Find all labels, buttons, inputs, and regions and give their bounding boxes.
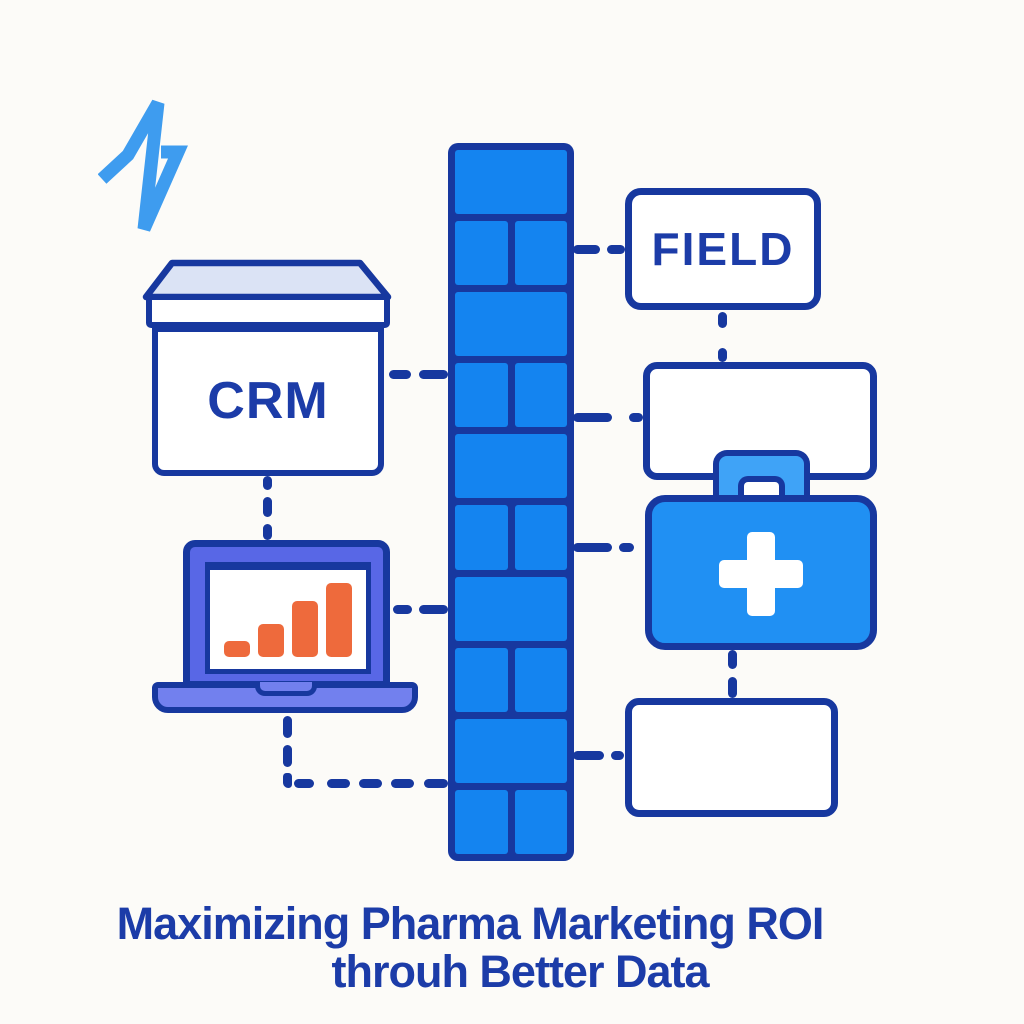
laptop-bar-chart (205, 562, 371, 674)
field-label: FIELD (651, 223, 795, 275)
brick-row (455, 150, 567, 215)
brick (455, 292, 567, 357)
dashed-connector (327, 779, 350, 788)
dashed-connector (728, 650, 737, 669)
brick-row (455, 718, 567, 783)
dashed-connector (263, 497, 272, 517)
dashed-connector (283, 773, 292, 788)
dashed-connector (283, 745, 292, 767)
dashed-connector (263, 476, 272, 490)
brick-row (455, 576, 567, 641)
dashed-connector (419, 605, 448, 614)
dashed-connector (573, 245, 600, 254)
brick (455, 718, 567, 783)
brick (455, 789, 508, 854)
chart-bar (258, 624, 284, 657)
dashed-connector (573, 751, 604, 760)
brick (455, 576, 567, 641)
brick (455, 434, 567, 499)
brick (514, 647, 567, 712)
brick-row (455, 647, 567, 712)
dashed-connector (389, 370, 411, 379)
brick (514, 789, 567, 854)
brick (514, 221, 567, 286)
dashed-connector (607, 245, 625, 254)
pulse-logo-icon (98, 99, 188, 232)
brick (455, 505, 508, 570)
dashed-connector (718, 312, 727, 328)
title-line-2: throuh Better Data (331, 946, 709, 997)
brick-row (455, 789, 567, 854)
medical-cross-icon (719, 560, 803, 588)
dashed-connector (728, 677, 737, 698)
dashed-connector (611, 751, 624, 760)
dashed-connector (283, 716, 292, 738)
field-box: FIELD (625, 188, 821, 310)
dashed-connector (419, 370, 448, 379)
chart-bar (326, 583, 352, 657)
dashed-connector (294, 779, 314, 788)
brick (455, 647, 508, 712)
brick-row (455, 434, 567, 499)
dashed-connector (263, 524, 272, 540)
brick-row (455, 221, 567, 286)
dashed-connector (359, 779, 382, 788)
crm-label: CRM (207, 372, 329, 430)
brick (455, 150, 567, 215)
dashed-connector (391, 779, 414, 788)
brick-wall (448, 143, 574, 861)
dashed-connector (573, 543, 612, 552)
brick (455, 363, 508, 428)
title-line-1: Maximizing Pharma Marketing ROI (116, 898, 825, 949)
dashed-connector (393, 605, 412, 614)
empty-box-bottom (625, 698, 838, 817)
brick-row (455, 292, 567, 357)
chart-bar (292, 601, 318, 657)
brick-row (455, 363, 567, 428)
dashed-connector (424, 779, 448, 788)
brick-row (455, 505, 567, 570)
brick (514, 363, 567, 428)
crm-box-lip (146, 294, 390, 328)
dashed-connector (629, 413, 643, 422)
crm-box: CRM (152, 326, 384, 476)
dashed-connector (718, 348, 727, 362)
dashed-connector (619, 543, 634, 552)
brick (514, 505, 567, 570)
dashed-connector (573, 413, 612, 422)
brick (455, 221, 508, 286)
chart-bar (224, 641, 250, 657)
laptop-notch (255, 682, 317, 696)
